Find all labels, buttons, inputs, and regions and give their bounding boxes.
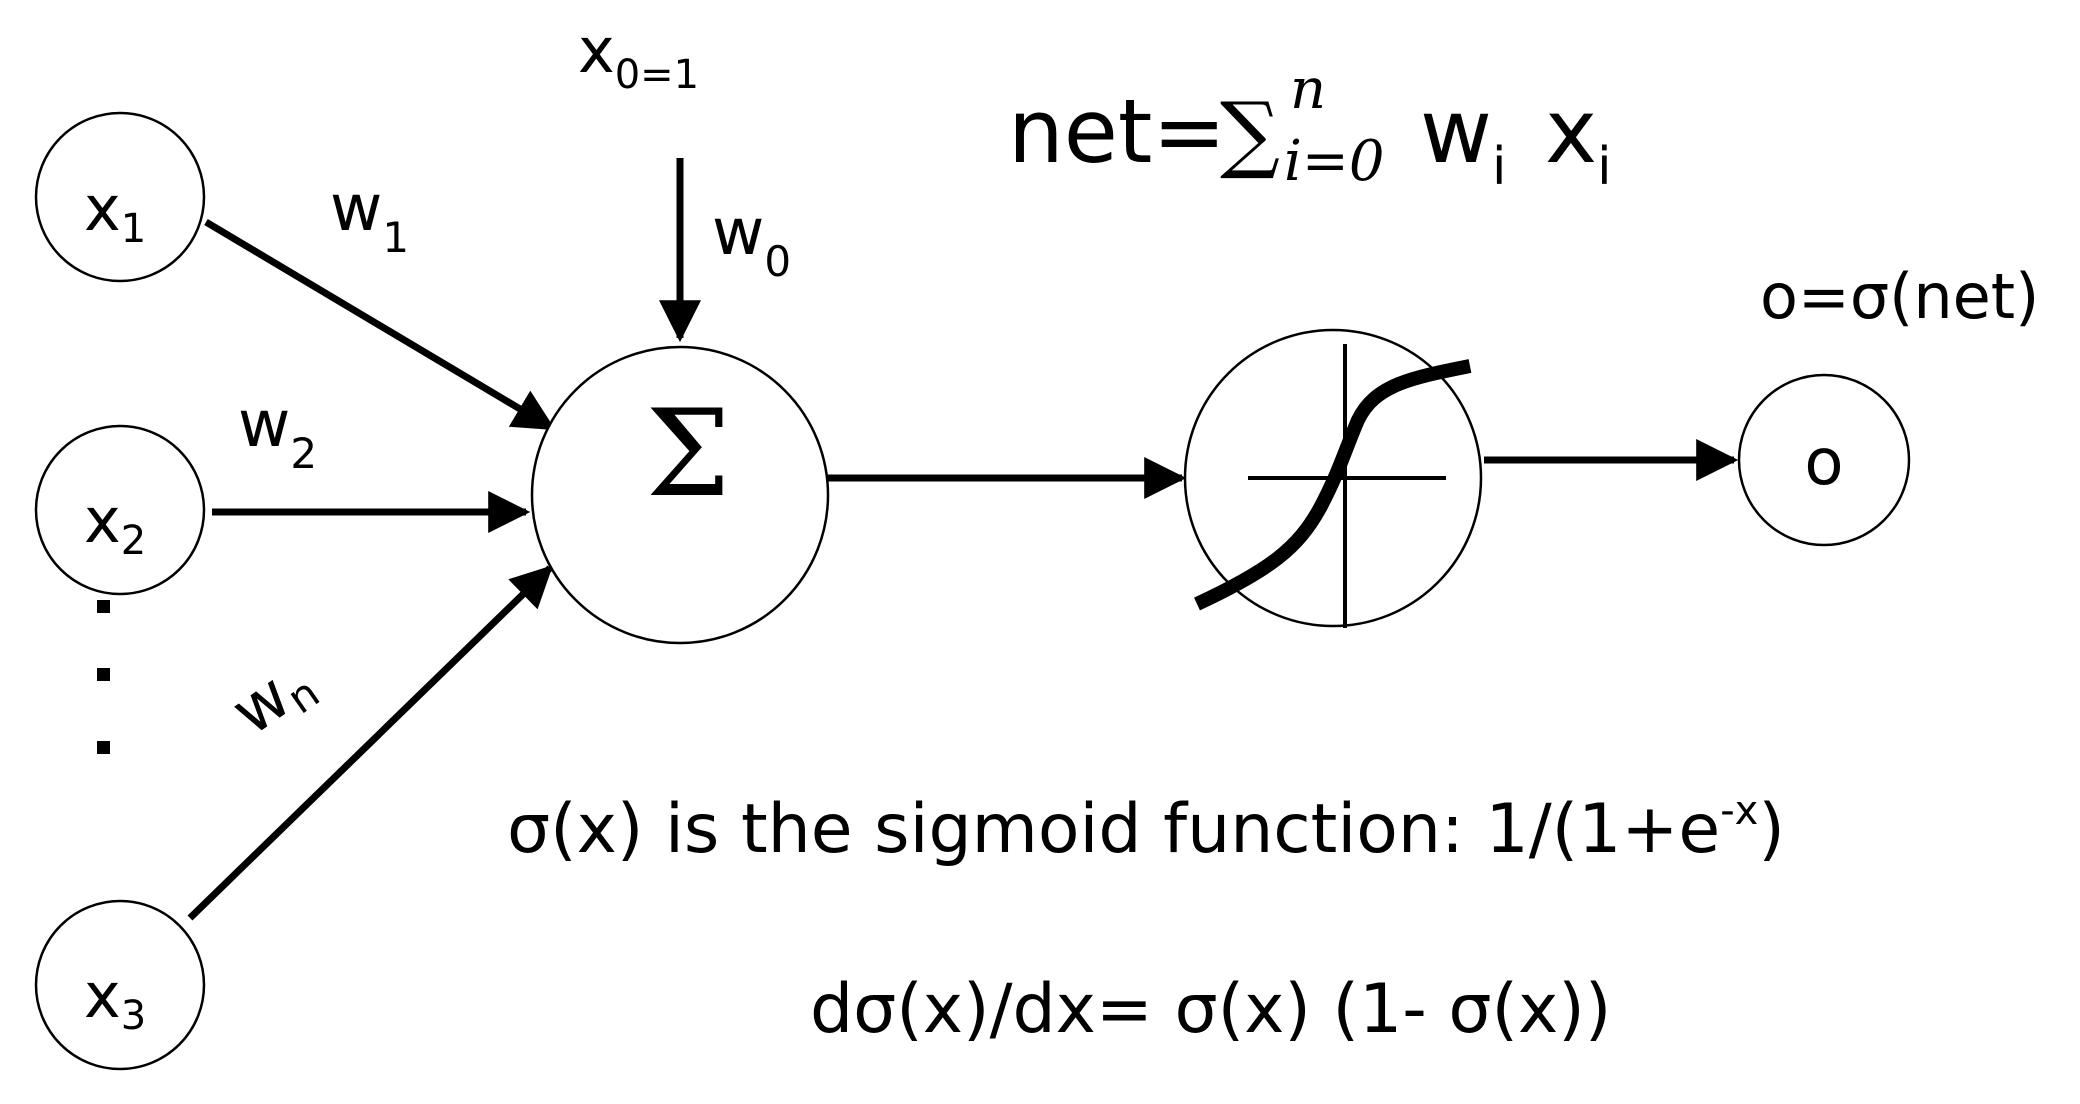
- bias-input-main: x: [578, 14, 615, 87]
- sigmoid-curve: [1194, 359, 1472, 611]
- weight-w0-label: w0: [712, 196, 791, 286]
- sigmoid-description-exponent: -x: [1720, 788, 1758, 834]
- weight-w2-label: w2: [238, 388, 317, 478]
- output-equation: o=σ(net): [1760, 260, 2039, 333]
- svg-text:x2: x2: [84, 484, 146, 564]
- svg-text:x1: x1: [84, 172, 146, 252]
- svg-text:xi: xi: [1545, 80, 1612, 197]
- weight-w1-main: w: [330, 172, 382, 246]
- sigmoid-description-main: σ(x) is the sigmoid function: 1/(1+e: [507, 790, 1720, 869]
- weight-w1-label: w1: [330, 172, 409, 262]
- net-equation: net= ∑ n i=0 wi xi: [1008, 57, 1612, 197]
- output-node-label: o: [1804, 426, 1843, 500]
- input-node-x3: x3: [34, 899, 206, 1071]
- input-node-x1: x1: [34, 111, 206, 283]
- sigmoid-node: [1183, 328, 1483, 628]
- summation-node: Σ: [530, 345, 830, 645]
- weight-wn-label: wn: [219, 644, 328, 753]
- sigmoid-description: σ(x) is the sigmoid function: 1/(1+e-x): [507, 788, 1785, 869]
- input-x1-subscript: 1: [121, 206, 146, 252]
- weight-w0-subscript: 0: [764, 237, 791, 286]
- input-x3-label: x: [84, 959, 121, 1032]
- svg-text:wi: wi: [1420, 80, 1506, 197]
- net-sum-upper-limit: n: [1290, 57, 1326, 122]
- summation-symbol: Σ: [646, 385, 731, 524]
- input-x1-label: x: [84, 172, 121, 245]
- net-sum-symbol: ∑: [1220, 84, 1280, 182]
- net-equation-lhs: net=: [1008, 80, 1226, 183]
- weight-w2-subscript: 2: [290, 429, 317, 478]
- input-x2-subscript: 2: [121, 518, 146, 564]
- net-sum-lower-limit: i=0: [1284, 129, 1384, 194]
- input-x3-subscript: 3: [121, 993, 146, 1039]
- derivative-formula: dσ(x)/dx= σ(x) (1- σ(x)): [810, 970, 1611, 1049]
- input-node-x2: x2: [34, 424, 206, 596]
- sigmoid-description-end: ): [1758, 790, 1785, 869]
- weight-w0-main: w: [712, 196, 764, 270]
- bias-input-subscript: 0=1: [615, 52, 699, 98]
- output-node: o: [1737, 373, 1911, 547]
- input-x2-label: x: [84, 484, 121, 557]
- arrow-x1-to-sum: [204, 218, 556, 432]
- net-weight: w: [1420, 80, 1492, 183]
- net-weight-subscript: i: [1492, 137, 1506, 197]
- svg-text:x3: x3: [84, 959, 146, 1039]
- arrow-x3-to-sum: [187, 565, 554, 921]
- net-input: x: [1545, 80, 1597, 183]
- ellipsis-dots: [97, 600, 110, 754]
- net-input-subscript: i: [1597, 137, 1611, 197]
- bias-input-label: x0=1: [578, 14, 699, 98]
- weight-w2-main: w: [238, 388, 290, 462]
- weight-w1-subscript: 1: [382, 213, 409, 262]
